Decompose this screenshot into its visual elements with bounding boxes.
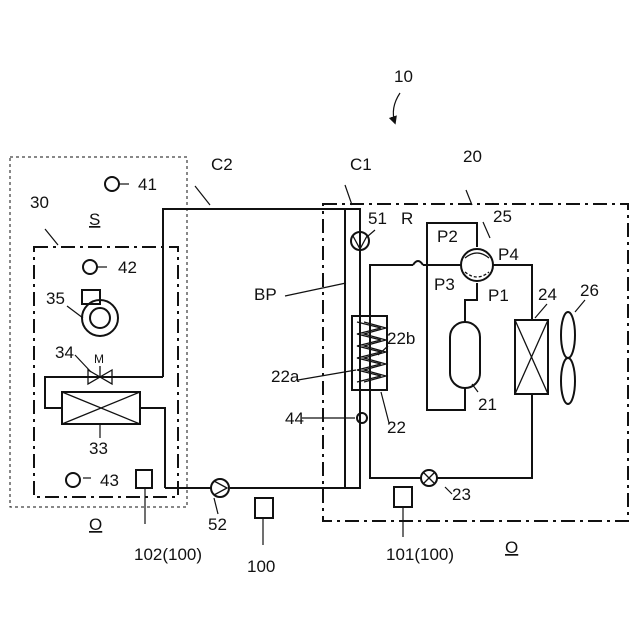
label-port-p4: P4 [498,245,519,264]
label-refrigerant: R [401,209,413,228]
controller-102 [136,470,152,488]
label-hx-22a: 22a [271,367,300,386]
compressor-21 [450,322,480,388]
label-indoor-fan: 35 [46,289,65,308]
fan-26 [561,312,575,404]
label-outdoor-coil: 24 [538,285,557,304]
sensor-43 [66,473,80,487]
sensor-42 [83,260,97,274]
indoor-unit-boundary [34,247,178,497]
outdoor-unit-boundary [323,204,628,521]
expansion-valve-23 [421,470,437,486]
sensor-41 [105,177,119,191]
label-o-right: O [505,538,518,557]
label-sensor-42: 42 [118,258,137,277]
indoor-fan-35 [82,290,118,336]
label-sensor-44: 44 [285,409,304,428]
controller-101 [394,487,412,507]
label-expansion-valve: 23 [452,485,471,504]
label-hx-22b: 22b [387,329,415,348]
label-indoor-unit: 30 [30,193,49,212]
label-switch-valve: 25 [493,207,512,226]
indoor-coil-33 [62,392,140,424]
label-hx-22: 22 [387,418,406,437]
label-valve-motor: M [94,352,104,366]
label-pump-52: 52 [208,515,227,534]
label-bypass: BP [254,285,277,304]
label-sensor-43: 43 [100,471,119,490]
label-fan: 26 [580,281,599,300]
four-way-valve-25 [461,249,493,281]
label-circuit-c2: C2 [211,155,233,174]
label-controller-100: 100 [247,557,275,576]
label-port-p1: P1 [488,286,509,305]
label-port-p2: P2 [437,227,458,246]
label-o-left: O [89,515,102,534]
label-port-p3: P3 [434,275,455,294]
label-sensor-41: 41 [138,175,157,194]
label-space: S [89,210,100,229]
outdoor-coil-24 [515,320,548,394]
label-compressor: 21 [478,395,497,414]
label-outdoor-unit: 20 [463,147,482,166]
valve-34 [88,366,112,384]
label-system: 10 [394,67,413,86]
pump-52 [211,479,229,497]
label-indoor-coil: 33 [89,439,108,458]
label-controller-102: 102(100) [134,545,202,564]
sensor-44 [357,413,367,423]
label-valve-34: 34 [55,343,74,362]
label-pump-51: 51 [368,209,387,228]
controller-100 [255,498,273,518]
label-controller-101: 101(100) [386,545,454,564]
label-circuit-c1: C1 [350,155,372,174]
